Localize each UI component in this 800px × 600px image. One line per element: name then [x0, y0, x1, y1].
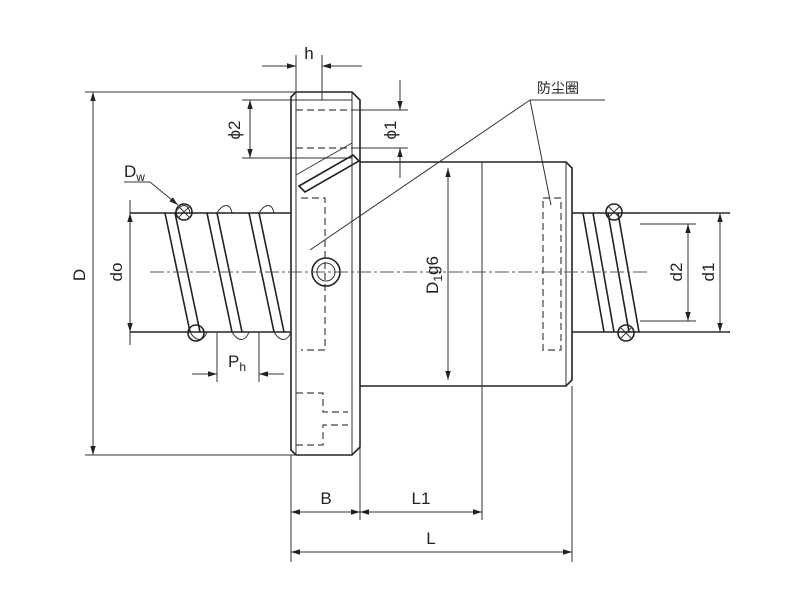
label-d2: d2: [667, 263, 686, 282]
label-D: D: [70, 269, 89, 281]
flange: [290, 91, 361, 456]
label-Dw: Dw: [124, 162, 145, 184]
nut-body: [360, 161, 573, 387]
label-dust-ring: 防尘圈: [537, 81, 579, 97]
label-Ph: Ph: [228, 352, 246, 374]
label-h: h: [304, 44, 313, 63]
inner-passage: [301, 197, 326, 351]
label-phi1: ϕ1: [381, 121, 400, 140]
label-D1g6: D1g6: [423, 256, 445, 294]
label-d1: d1: [699, 263, 718, 282]
label-L1: L1: [412, 489, 431, 508]
screw-shaft-left: [129, 200, 292, 345]
label-do: do: [107, 263, 126, 282]
label-phi2: ϕ2: [225, 121, 244, 140]
label-B: B: [320, 489, 331, 508]
label-L: L: [426, 529, 435, 548]
dimensions: [85, 55, 728, 562]
